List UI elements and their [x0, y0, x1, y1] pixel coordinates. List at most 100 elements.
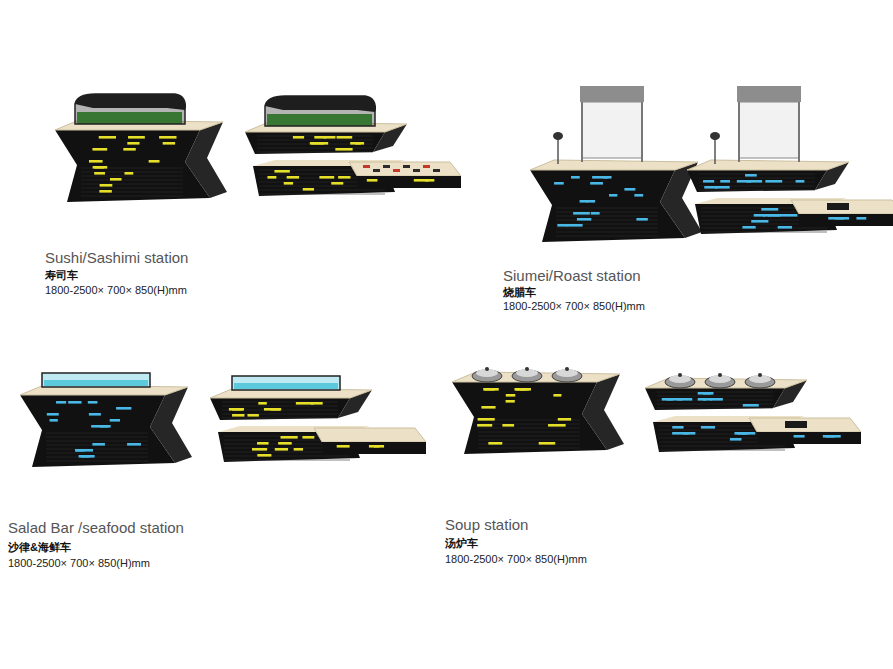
- station-open: [210, 376, 426, 462]
- station-name: Soup station: [445, 516, 528, 533]
- dimension: 1800-2500× 700× 850(H)mm: [45, 284, 187, 296]
- light-strip: [128, 136, 145, 139]
- light-strip: [506, 400, 515, 403]
- light-strip: [734, 432, 745, 435]
- light-strip: [667, 398, 683, 401]
- light-strip: [478, 418, 495, 421]
- light-strip: [698, 398, 707, 401]
- light-strip: [557, 224, 567, 227]
- light-strip: [477, 424, 492, 427]
- light-strip: [720, 180, 730, 183]
- station-name: Salad Bar /seafood station: [8, 519, 184, 536]
- station-open: [645, 373, 861, 452]
- light-strip: [558, 418, 571, 421]
- light-strip: [79, 455, 95, 458]
- light-strip: [56, 401, 66, 404]
- light-strip: [110, 419, 120, 422]
- light-strip: [258, 402, 267, 405]
- light-strip: [835, 217, 849, 220]
- dimension: 1800-2500× 700× 850(H)mm: [445, 553, 587, 565]
- light-strip: [745, 174, 757, 177]
- light-strip: [149, 160, 160, 163]
- light-strip: [92, 148, 107, 151]
- station-closed: [530, 86, 702, 242]
- dimension: 1800-2500× 700× 850(H)mm: [8, 557, 150, 569]
- light-strip: [823, 435, 835, 438]
- light-strip: [287, 176, 299, 179]
- light-strip: [123, 148, 135, 151]
- light-strip: [159, 136, 176, 139]
- light-strip: [294, 448, 303, 451]
- light-strip: [99, 136, 116, 139]
- light-strip: [278, 442, 292, 445]
- station-name-cn: 沙律&海鲜车: [8, 540, 71, 555]
- station-name-cn: 寿司车: [45, 268, 78, 283]
- light-strip: [311, 142, 328, 145]
- light-strip: [683, 432, 695, 435]
- light-strip: [110, 178, 122, 181]
- station-name-cn: 烧腊车: [503, 285, 536, 300]
- light-strip: [778, 226, 792, 229]
- light-strip: [780, 214, 798, 217]
- light-strip: [163, 142, 175, 145]
- light-strip: [520, 388, 531, 391]
- station-name: Siumei/Roast station: [503, 267, 641, 284]
- light-strip: [247, 414, 258, 417]
- light-strip: [672, 426, 683, 429]
- light-strip: [296, 402, 314, 405]
- light-strip: [703, 180, 714, 183]
- light-strip: [636, 218, 647, 221]
- light-strip: [488, 442, 502, 445]
- light-strip: [704, 186, 717, 189]
- light-strip: [742, 226, 755, 229]
- station-name: Sushi/Sashimi station: [45, 249, 188, 266]
- light-strip: [284, 182, 293, 185]
- light-strip: [483, 388, 495, 391]
- light-strip: [314, 136, 326, 139]
- light-strip: [768, 214, 781, 217]
- light-strip: [634, 194, 643, 197]
- light-strip: [586, 200, 595, 203]
- light-strip: [127, 142, 139, 145]
- station-open: [687, 86, 893, 234]
- light-strip: [337, 136, 353, 139]
- light-strip: [274, 170, 289, 173]
- light-strip: [746, 180, 762, 183]
- light-strip: [554, 182, 564, 185]
- light-strip: [319, 176, 334, 179]
- light-strip: [264, 408, 281, 411]
- light-strip: [257, 454, 271, 457]
- light-strip: [374, 445, 384, 448]
- light-strip: [414, 179, 429, 182]
- light-strip: [761, 208, 778, 211]
- station-closed: [55, 94, 227, 202]
- light-strip: [267, 176, 276, 179]
- light-strip: [76, 449, 93, 452]
- station-closed: [20, 373, 192, 467]
- light-strip: [698, 392, 714, 395]
- light-strip: [93, 166, 104, 169]
- light-strip: [89, 413, 101, 416]
- light-strip: [539, 442, 555, 445]
- light-strip: [99, 190, 111, 193]
- station-name-cn: 汤炉车: [445, 536, 478, 551]
- light-strip: [232, 414, 244, 417]
- light-strip: [794, 435, 805, 438]
- light-strip: [50, 419, 58, 422]
- station-closed: [452, 367, 624, 454]
- light-strip: [367, 179, 378, 182]
- dimension: 1800-2500× 700× 850(H)mm: [503, 300, 645, 312]
- light-strip: [116, 407, 131, 410]
- light-strip: [331, 182, 343, 185]
- light-strip: [796, 180, 805, 183]
- light-strip: [481, 406, 495, 409]
- light-strip: [548, 424, 566, 427]
- light-strip: [252, 448, 267, 451]
- light-strip: [730, 438, 742, 441]
- light-strip: [571, 176, 580, 179]
- light-strip: [609, 194, 617, 197]
- light-strip: [856, 217, 866, 220]
- light-strip: [100, 184, 113, 187]
- light-strip: [624, 188, 635, 191]
- light-strip: [124, 172, 133, 175]
